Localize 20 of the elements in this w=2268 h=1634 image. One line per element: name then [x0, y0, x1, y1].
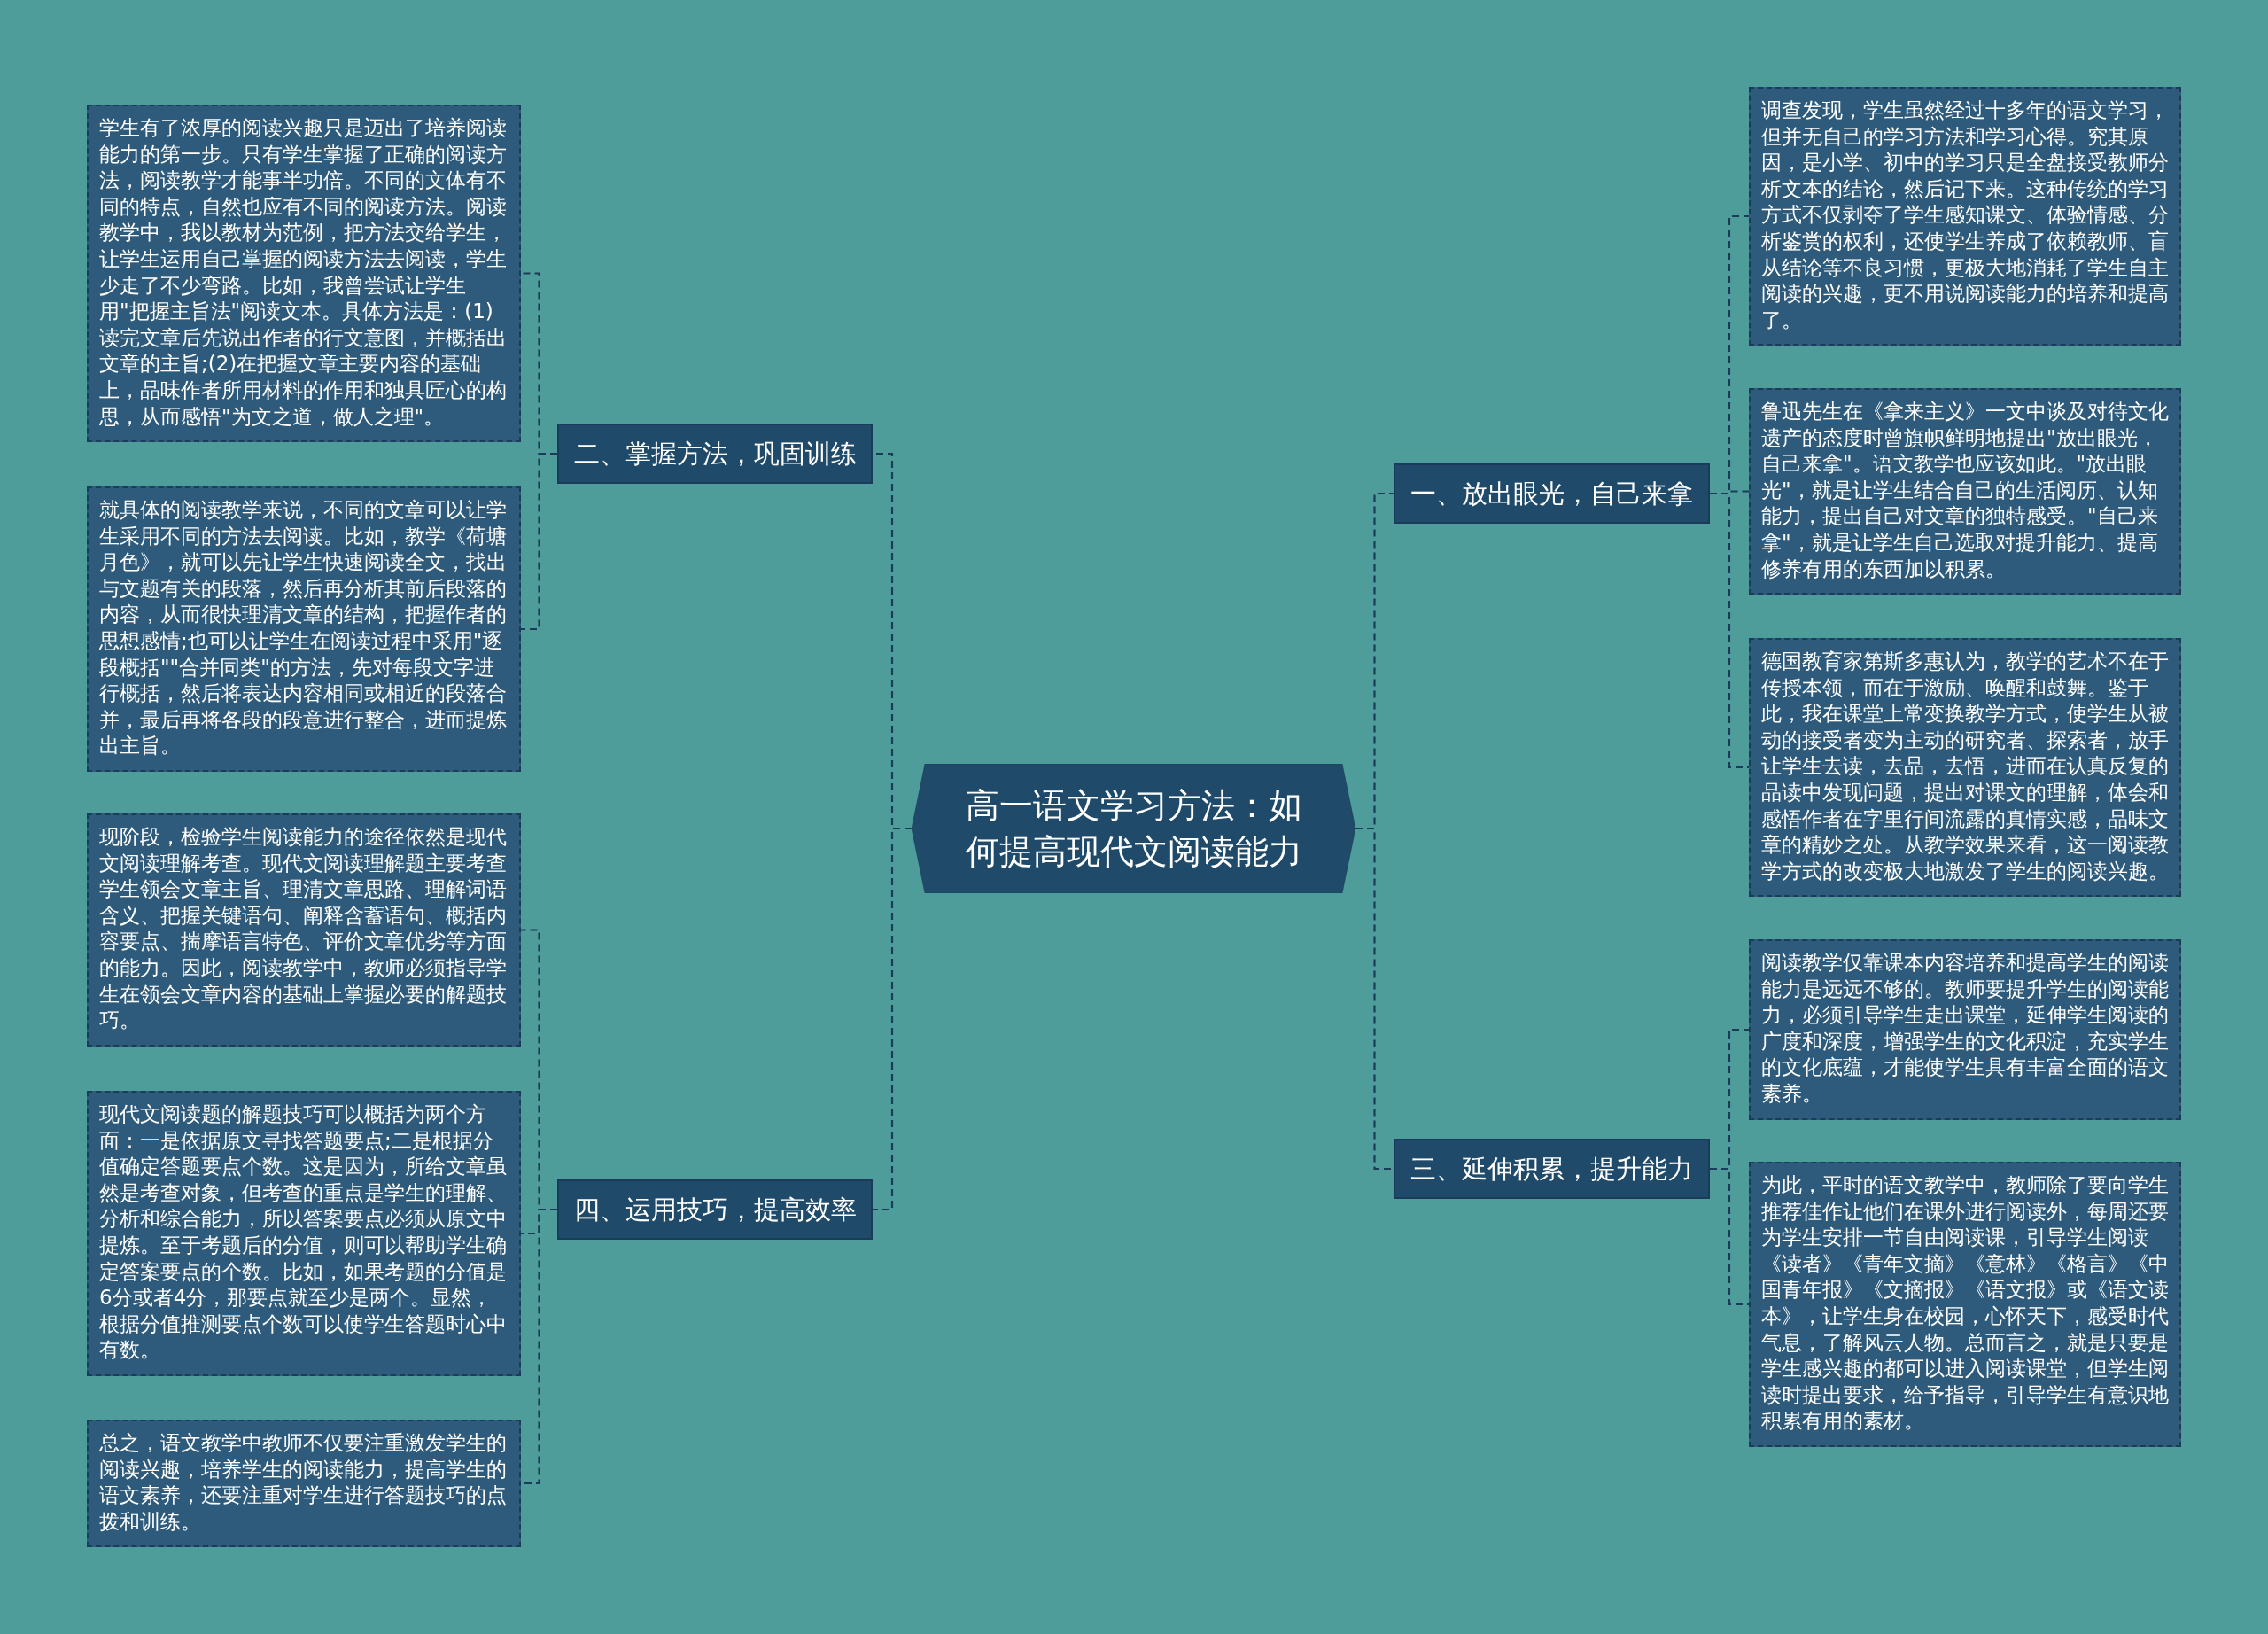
text-card: 鲁迅先生在《拿来主义》一文中谈及对待文化遗产的态度时曾旗帜鲜明地提出"放出眼光，自己来拿"。语文教学也应该如此。"放出眼光"，就是让学生结合自己的生活阅历、认知能力，提出自己对文章的独特感受。"自己来拿"，就是让学生自己选取对提升能力、提高修养有用的东西加以积累。 — [1749, 388, 2181, 595]
text-card: 德国教育家第斯多惠认为，教学的艺术不在于传授本领，而在于激励、唤醒和鼓舞。鉴于此，我在课堂上常变换教学方式，使学生从被动的接受者变为主动的研究者、探索者，放手让学生去读，去品，去悟，进而在认真反复的品读中发现问题，提出对课文的理解，体会和感悟作者在字里行间流露的真情实感，品味文章的精妙之处。从教学效果来看，这一阅读教学方式的改变极大地激发了学生的阅读兴趣。 — [1749, 638, 2181, 898]
connector-line — [521, 452, 557, 631]
text-card: 现阶段，检验学生阅读能力的途径依然是现代文阅读理解考查。现代文阅读理解题主要考查学生领会文章主旨、理清文章思路、理解词语含义、把握关键语句、阐释含蓄语句、概括内容要点、揣摩语言特色、评价文章优劣等方面的能力。因此，阅读教学中，教师必须指导学生在领会文章内容的基础上掌握必要的解题技巧。 — [87, 813, 521, 1047]
topic-box: 二、掌握方法，巩固训练 — [557, 424, 873, 484]
connector-line — [1710, 492, 1749, 769]
topic-box: 四、运用技巧，提高效率 — [557, 1179, 873, 1240]
text-card: 现代文阅读题的解题技巧可以概括为两个方面：一是依据原文寻找答题要点;二是根据分值确定答题要点个数。这是因为，所给文章虽然是考查对象，但考查的重点是学生的理解、分析和综合能力，所以答案要点必须从原文中提炼。至于考题后的分值，则可以帮助学生确定答案要点的个数。比如，如果考题的分值是6分或者4分，那要点就至少是两个。显然，根据分值推测要点个数可以使学生答题时心中有数。 — [87, 1091, 521, 1376]
text-card: 就具体的阅读教学来说，不同的文章可以让学生采用不同的方法去阅读。比如，教学《荷塘月色》，就可以先让学生快速阅读全文，找出与文题有关的段落，然后再分析其前后段落的内容，从而很快理清文章的结构，把握作者的思想感情;也可以让学生在阅读过程中采用"逐段概括""合并同类"的方法，先对每段文字进行概括，然后将表达内容相同或相近的段落合并，最后再将各段的段意进行整合，进而提炼出主旨。 — [87, 486, 521, 772]
connector-line — [1710, 1167, 1749, 1306]
text-card: 调查发现，学生虽然经过十多年的语文学习，但并无自己的学习方法和学习心得。究其原因，是小学、初中的学习只是全盘接受教师分析文本的结论，然后记下来。这种传统的学习方式不仅剥夺了学生感知课文、体验情感、分析鉴赏的权利，还使学生养成了依赖教师、盲从结论等不良习惯，更极大地消耗了学生自主阅读的兴趣，更不用说阅读能力的培养和提高了。 — [1749, 87, 2181, 346]
connector-line — [1355, 827, 1394, 1171]
topic-box: 三、延伸积累，提升能力 — [1394, 1139, 1710, 1199]
central-topic: 高一语文学习方法：如何提高现代文阅读能力 — [912, 764, 1355, 893]
topic-box: 一、放出眼光，自己来拿 — [1394, 463, 1710, 524]
connector-line — [873, 827, 912, 1211]
text-card: 学生有了浓厚的阅读兴趣只是迈出了培养阅读能力的第一步。只有学生掌握了正确的阅读方法，阅读教学才能事半功倍。不同的文体有不同的特点，自然也应有不同的阅读方法。阅读教学中，我以教材为范例，把方法交给学生，让学生运用自己掌握的阅读方法去阅读，学生少走了不少弯路。比如，我曾尝试让学生用"把握主旨法"阅读文本。具体方法是：(1)读完文章后先说出作者的行文意图，并概括出文章的主旨;(2)在把握文章主要内容的基础上，品味作者所用材料的作用和独具匠心的构思，从而感悟"为文之道，做人之理"。 — [87, 105, 521, 443]
text-card: 为此，平时的语文教学中，教师除了要向学生推荐佳作让他们在课外进行阅读外，每周还要为学生安排一节自由阅读课，引导学生阅读《读者》《青年文摘》《意林》《格言》《中国青年报》《文摘报》《语文报》或《语文读本》，让学生身在校园，心怀天下，感受时代气息，了解风云人物。总而言之，就是只要是学生感兴趣的都可以进入阅读课堂，但学生阅读时提出要求，给予指导，引导学生有意识地积累有用的素材。 — [1749, 1162, 2181, 1447]
text-card: 总之，语文教学中教师不仅要注重激发学生的阅读兴趣，培养学生的阅读能力，提高学生的语文素养，还要注重对学生进行答题技巧的点拨和训练。 — [87, 1420, 521, 1548]
text-card: 阅读教学仅靠课本内容培养和提高学生的阅读能力是远远不够的。教师要提升学生的阅读能力，必须引导学生走出课堂，延伸学生阅读的广度和深度，增强学生的文化积淀，充实学生的文化底蕴，才能使学生具有丰富全面的语文素养。 — [1749, 939, 2181, 1120]
